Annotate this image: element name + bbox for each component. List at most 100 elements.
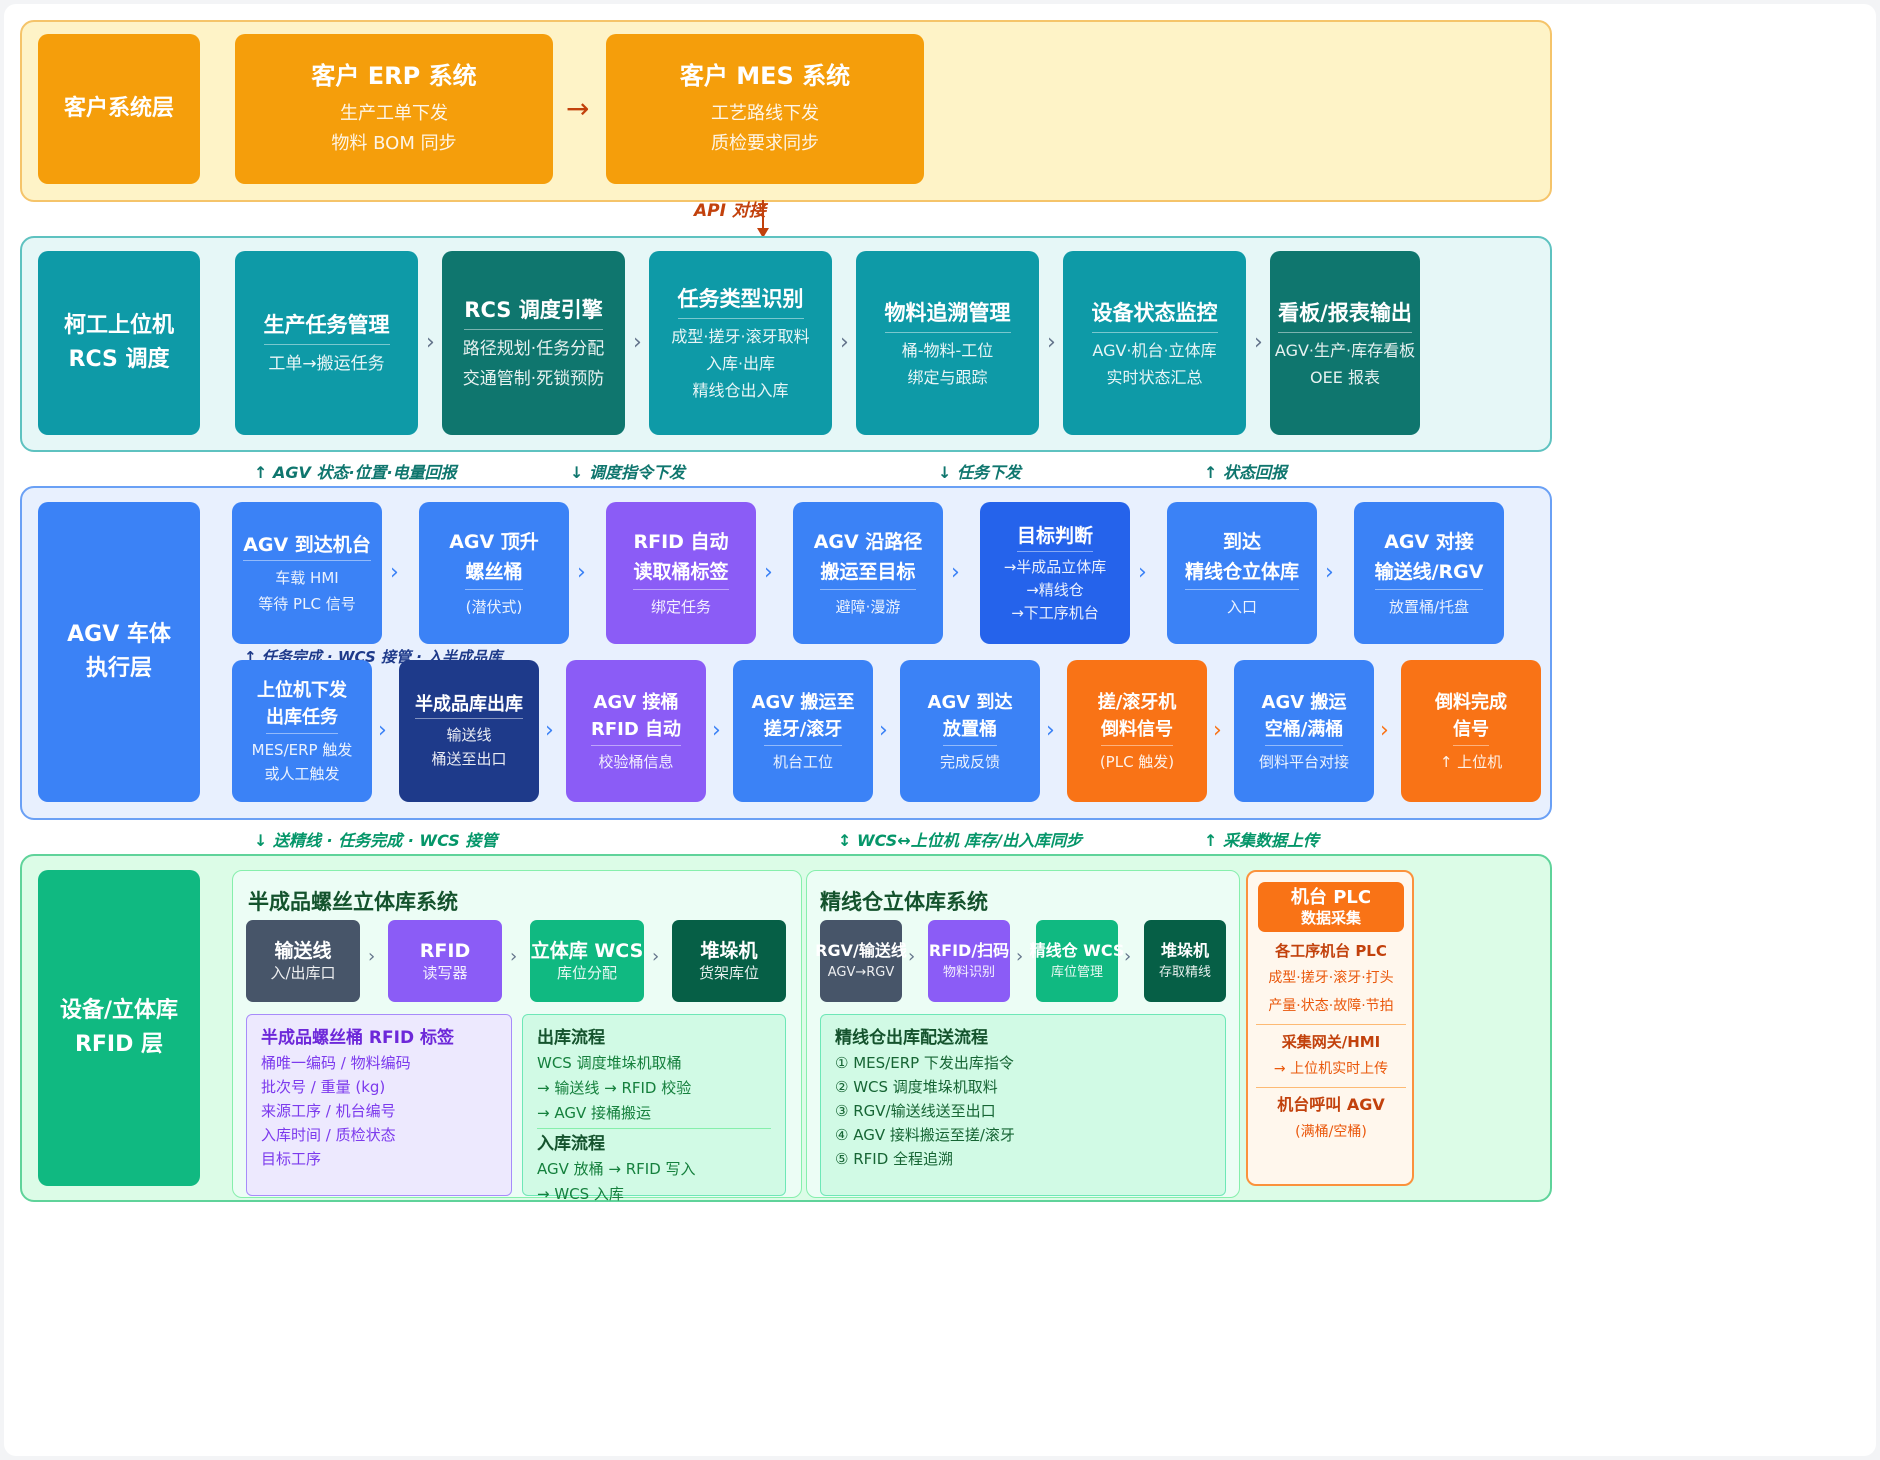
chevron-right-icon: › [1138,560,1147,585]
chevron-right-icon: › [908,946,916,967]
fine-flow-line: ⑤ RFID 全程追溯 [835,1150,954,1168]
chevron-right-icon: › [1213,718,1222,743]
agv-step-3: RFID 自动读取桶标签绑定任务 [606,502,756,644]
fine-card-title: 堆垛机 [1160,941,1209,960]
agv-step-line: (PLC 触发) [1099,752,1175,771]
fine-flow-title: 精线仓出库配送流程 [835,1028,988,1048]
rcs-layer-title1: 柯工上位机 [63,313,174,338]
mes-line2: 质检要求同步 [711,133,819,154]
erp-box: 客户 ERP 系统 生产工单下发 物料 BOM 同步 [235,34,553,184]
rfid-tag-line: 来源工序 / 机台编号 [261,1102,396,1120]
rfid-tag-lines: 桶唯一编码 / 物料编码批次号 / 重量 (kg)来源工序 / 机台编号入库时间… [261,1051,497,1171]
semi-card-sub: 库位分配 [556,964,617,982]
rcs-box-title: 物料追溯管理 [884,296,1011,333]
semi-out-lines: WCS 调度堆垛机取桶→ 输送线 → RFID 校验→ AGV 接桶搬运 [537,1051,771,1126]
rcs-box-4: 物料追溯管理桶-物料-工位绑定与跟踪 [856,251,1039,435]
agv-step-5: 目标判断→半成品立体库→精线仓→下工序机台 [980,502,1130,644]
mes-title: 客户 MES 系统 [679,62,851,90]
agv-step-title: 倒料完成 [1435,691,1507,713]
agv-step-title: AGV 到达 [927,691,1013,713]
chevron-right-icon: › [633,330,642,355]
agv-step-title: AGV 接桶 [593,691,679,713]
chevron-right-icon: › [545,718,554,743]
semi-in-lines: AGV 放桶 → RFID 写入→ WCS 入库 [537,1157,771,1207]
agv-layer-title1: AGV 车体 [67,622,171,647]
rcs-box-title: 任务类型识别 [677,282,804,319]
agv-step-line: 机台工位 [772,752,833,771]
agv-step-line: ↑ 上位机 [1439,752,1503,771]
rfid-tag-line: 目标工序 [261,1150,322,1168]
agv-step-line: 桶送至出口 [431,750,507,768]
device-layer-title1: 设备/立体库 [59,998,179,1023]
chevron-right-icon: › [1380,718,1389,743]
rcs-box-line: OEE 报表 [1310,367,1380,387]
semi-card-sub: 读写器 [422,964,468,982]
rcs-box-line: 桶-物料-工位 [901,340,994,360]
mes-box: 客户 MES 系统 工艺路线下发 质检要求同步 [606,34,924,184]
plc-title1: 机台 PLC [1290,887,1372,908]
link-label-3: ↓ 任务下发 [938,463,1021,482]
rcs-box-line: 成型·搓牙·滚牙取料 [671,327,810,346]
device-link-label-1: ↓ 送精线 · 任务完成 · WCS 接管 [254,831,498,850]
chevron-right-icon: › [1016,946,1024,967]
agv-step-line: 车载 HMI [275,568,339,587]
device-layer-label: 设备/立体库 RFID 层 [38,870,200,1186]
chevron-right-icon: › [390,560,399,585]
rfid-tag-line: 桶唯一编码 / 物料编码 [261,1054,411,1072]
agv-step-title: AGV 搬运至 [751,691,855,713]
chevron-right-icon: › [1254,330,1263,355]
link-label-2: ↓ 调度指令下发 [570,463,685,482]
erp-to-mes-arrow-icon: → [566,92,590,125]
agv-step-title: 到达 [1222,530,1261,553]
fine-card-4: 堆垛机存取精线 [1144,920,1226,1002]
rcs-box-line: 精线仓出入库 [692,381,789,400]
agv-step-line: →半成品立体库 [1003,558,1107,576]
rcs-box-line: 路径规划·任务分配 [462,338,605,359]
agv-step-title2: 放置桶 [943,716,997,746]
agv-step-line: 倒料平台对接 [1258,752,1349,771]
customer-layer-label: 客户系统层 [38,34,200,184]
agv-step-line: 避障·漫游 [835,597,901,616]
chevron-right-icon: › [510,946,518,967]
semi-out-line: WCS 调度堆垛机取桶 [537,1054,682,1072]
agv-step-line: →下工序机台 [1011,604,1099,622]
agv-step-title2: 倒料信号 [1101,716,1173,746]
agv-step-title: 目标判断 [1016,521,1093,552]
agv-step-line: 校验桶信息 [598,752,674,771]
rcs-box-line: 交通管制·死锁预防 [462,368,605,389]
fine-card-sub: 库位管理 [1050,965,1103,980]
fine-card-sub: 物料识别 [942,965,995,980]
agv-step-r2-6: 搓/滚牙机倒料信号 (PLC 触发) [1067,660,1207,802]
agv-step-6: 到达精线仓立体库入口 [1167,502,1317,644]
rcs-box-3: 任务类型识别成型·搓牙·滚牙取料入库·出库精线仓出入库 [649,251,832,435]
plc-divider2 [1256,1087,1406,1088]
fine-warehouse-title: 精线仓立体库系统 [820,890,988,914]
erp-title: 客户 ERP 系统 [311,62,477,90]
fine-flow-line: ① MES/ERP 下发出库指令 [835,1054,1014,1072]
semi-card-title: 输送线 [274,940,332,962]
agv-step-4: AGV 沿路径搬运至目标避障·漫游 [793,502,943,644]
erp-line1: 生产工单下发 [340,103,448,124]
agv-step-title: 搓/滚牙机 [1097,691,1177,713]
agv-step-line: 入口 [1226,597,1257,616]
agv-step-title2: 输送线/RGV [1374,557,1484,590]
link-label-1: ↑ AGV 状态·位置·电量回报 [254,463,457,482]
device-link-label-2: ↕ WCS↔上位机 库存/出入库同步 [838,831,1083,850]
fine-card-sub: AGV→RGV [827,965,895,980]
plc-line1: 成型·搓牙·滚牙·打头 [1268,970,1394,986]
agv-step-r2-7: AGV 搬运空桶/满桶倒料平台对接 [1234,660,1374,802]
fine-flow-line: ③ RGV/输送线送至出口 [835,1102,996,1120]
fine-card-sub: 存取精线 [1158,965,1211,980]
rcs-box-line: AGV·生产·库存看板 [1274,340,1416,360]
rfid-tag-title: 半成品螺丝桶 RFID 标签 [261,1028,454,1048]
rcs-box-1: 生产任务管理工单→搬运任务 [235,251,418,435]
agv-step-line: 等待 PLC 信号 [258,594,356,613]
agv-step-r2-2: 半成品库出库输送线桶送至出口 [399,660,539,802]
agv-step-title2: 搓牙/滚牙 [763,716,843,746]
chevron-right-icon: › [764,560,773,585]
